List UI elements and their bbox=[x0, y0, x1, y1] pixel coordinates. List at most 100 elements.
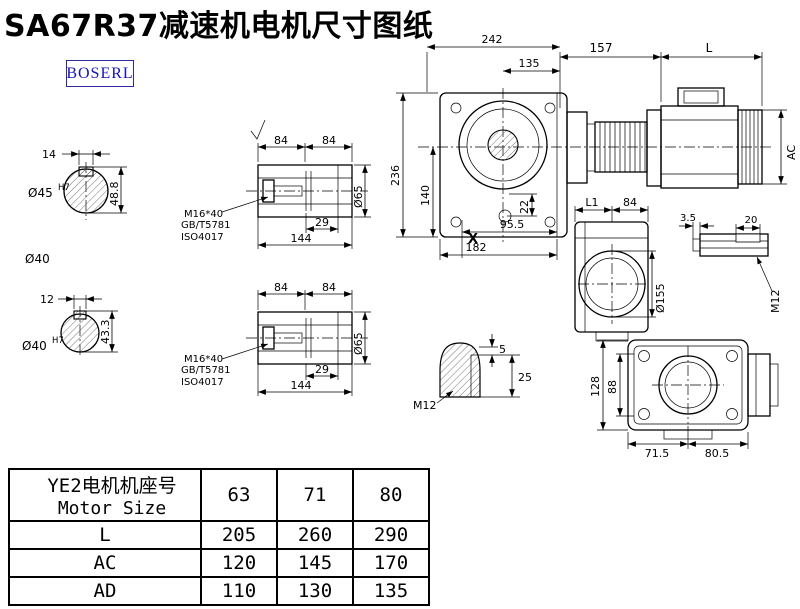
table-header-en: Motor Size bbox=[57, 498, 167, 519]
gearbox-side-body bbox=[574, 221, 649, 333]
label-shaft2-tolerance: H7 bbox=[52, 336, 64, 346]
dim-side-key-width: 20 bbox=[745, 215, 758, 226]
dim-tip-flat: 5 bbox=[499, 343, 506, 356]
hollow-shaft-view-1: 84 84 M16*40 GB/T5781 ISO4017 29 144 Ø65 bbox=[181, 134, 371, 249]
hollow-shaft-view-2: 84 84 M16*40 GB/T5781 ISO4017 29 144 Ø65 bbox=[181, 281, 371, 396]
motor-flange bbox=[566, 111, 588, 184]
label-bushing2-std1: GB/T5781 bbox=[181, 365, 231, 376]
terminal-box bbox=[677, 87, 725, 107]
output-bore-outer bbox=[458, 100, 548, 190]
dim-bushing2-thread-depth: 29 bbox=[315, 363, 329, 376]
dim-top-foot-left: 71.5 bbox=[645, 447, 670, 460]
output-hub bbox=[487, 129, 519, 161]
top-side-flange bbox=[747, 353, 771, 417]
cell-AD-63: 110 bbox=[200, 576, 278, 606]
dim-bushing2-seg-b: 84 bbox=[322, 281, 336, 294]
table-row-AD: AD 110 130 135 bbox=[8, 576, 430, 606]
motor-size-table: YE2电机机座号 Motor Size 63 71 80 L 205 260 2… bbox=[8, 468, 430, 606]
input-fin-section bbox=[594, 121, 648, 173]
dim-front-input-length: 157 bbox=[590, 41, 613, 55]
row-label-AC: AC bbox=[8, 548, 202, 578]
dim-front-plug-gap: 22 bbox=[518, 200, 531, 214]
table-row-AC: AC 120 145 170 bbox=[8, 548, 430, 578]
dim-shaft2-keyway-width: 12 bbox=[40, 293, 54, 306]
table-header-motor-size: YE2电机机座号 Motor Size bbox=[8, 468, 202, 522]
dim-front-motor-length: L bbox=[706, 41, 713, 55]
cell-L-71: 260 bbox=[276, 520, 354, 550]
motor-bell bbox=[646, 109, 662, 187]
dim-front-axis-height: 140 bbox=[419, 185, 432, 206]
label-shaft1-tolerance: H7 bbox=[58, 183, 70, 193]
label-shaft1-od: Ø40 bbox=[25, 252, 50, 266]
brand-logo: BOSERL bbox=[66, 60, 134, 87]
cell-AC-63: 120 bbox=[200, 548, 278, 578]
label-bushing1-std2: ISO4017 bbox=[181, 232, 224, 243]
label-front-mark-x: X bbox=[468, 232, 478, 247]
dim-bushing2-seg-a: 84 bbox=[274, 281, 288, 294]
dim-bushing1-length: 144 bbox=[291, 232, 312, 245]
cell-AC-71: 145 bbox=[276, 548, 354, 578]
dim-shaft1-depth: 48.8 bbox=[108, 182, 121, 207]
side-view: L1 84 Ø155 3.5 20 M12 bbox=[574, 196, 782, 342]
dim-bushing2-length: 144 bbox=[291, 379, 312, 392]
table-size-63: 63 bbox=[200, 468, 278, 522]
shaft1-keyway bbox=[78, 166, 94, 177]
cell-AD-71: 130 bbox=[276, 576, 354, 606]
bushing2-body bbox=[257, 311, 353, 365]
dim-side-l1: L1 bbox=[585, 196, 598, 209]
page-title: SA67R37减速机电机尺寸图纸 bbox=[4, 9, 434, 44]
dim-front-foot-b: 182 bbox=[466, 241, 487, 254]
dim-bushing2-dia: Ø65 bbox=[352, 332, 365, 355]
table-row-L: L 205 260 290 bbox=[8, 520, 430, 550]
dim-shaft1-keyway-width: 14 bbox=[42, 148, 56, 161]
dim-bushing1-seg-a: 84 bbox=[274, 134, 288, 147]
shaft2-bore-circle bbox=[60, 313, 100, 353]
dim-top-overall-height: 128 bbox=[589, 376, 602, 397]
dim-front-height: 236 bbox=[389, 165, 402, 186]
shaft-section-view-2: 12 Ø40 H7 43.3 bbox=[22, 293, 118, 358]
dim-front-flange-width: 135 bbox=[519, 57, 540, 70]
row-label-L: L bbox=[8, 520, 202, 550]
dim-top-foot-right: 80.5 bbox=[705, 447, 730, 460]
dim-bushing1-seg-b: 84 bbox=[322, 134, 336, 147]
label-shaft1-bore: Ø45 bbox=[28, 186, 53, 200]
dim-side-flange-dia: Ø155 bbox=[654, 283, 667, 313]
cell-AD-80: 135 bbox=[352, 576, 430, 606]
cell-AC-80: 170 bbox=[352, 548, 430, 578]
dim-front-foot-a: 95.5 bbox=[500, 218, 525, 231]
front-view: 242 135 157 L 236 140 22 95.5 X 182 AC bbox=[389, 33, 798, 260]
dim-side-key-depth: 3.5 bbox=[680, 213, 696, 224]
label-shaft2-bore: Ø40 bbox=[22, 339, 47, 353]
bushing1-body bbox=[257, 164, 353, 218]
shaft-tip-shape bbox=[439, 342, 481, 398]
dim-tip-length: 25 bbox=[518, 371, 532, 384]
dim-top-inner-height: 88 bbox=[606, 380, 619, 394]
label-tip-tap: M12 bbox=[413, 399, 437, 412]
keyway-slot bbox=[735, 233, 761, 243]
surface-finish-icon bbox=[250, 119, 266, 140]
dim-bushing1-thread-depth: 29 bbox=[315, 216, 329, 229]
table-header-cn: YE2电机机座号 bbox=[47, 475, 177, 497]
label-bushing1-std1: GB/T5781 bbox=[181, 220, 231, 231]
dim-shaft2-depth: 43.3 bbox=[99, 320, 112, 345]
gearbox-housing bbox=[439, 92, 568, 238]
cell-L-63: 205 bbox=[200, 520, 278, 550]
dim-front-overall-width: 242 bbox=[482, 33, 503, 46]
row-label-AD: AD bbox=[8, 576, 202, 606]
top-view: 128 88 71.5 80.5 bbox=[589, 339, 779, 460]
dim-side-84: 84 bbox=[623, 196, 637, 209]
table-header-row: YE2电机机座号 Motor Size 63 71 80 bbox=[8, 468, 430, 522]
shaft-end-detail-view: 5 25 M12 bbox=[413, 334, 532, 412]
table-size-71: 71 bbox=[276, 468, 354, 522]
shaft-section-view-1: 14 Ø45 H7 48.8 Ø40 bbox=[25, 148, 127, 266]
shaft2-keyway bbox=[73, 310, 87, 320]
dim-bushing1-dia: Ø65 bbox=[352, 185, 365, 208]
label-bushing2-std2: ISO4017 bbox=[181, 377, 224, 388]
label-side-tap: M12 bbox=[769, 290, 782, 314]
dim-front-motor-dia: AC bbox=[785, 145, 798, 160]
label-bushing2-bolt: M16*40 bbox=[184, 354, 223, 365]
cell-L-80: 290 bbox=[352, 520, 430, 550]
table-size-80: 80 bbox=[352, 468, 430, 522]
